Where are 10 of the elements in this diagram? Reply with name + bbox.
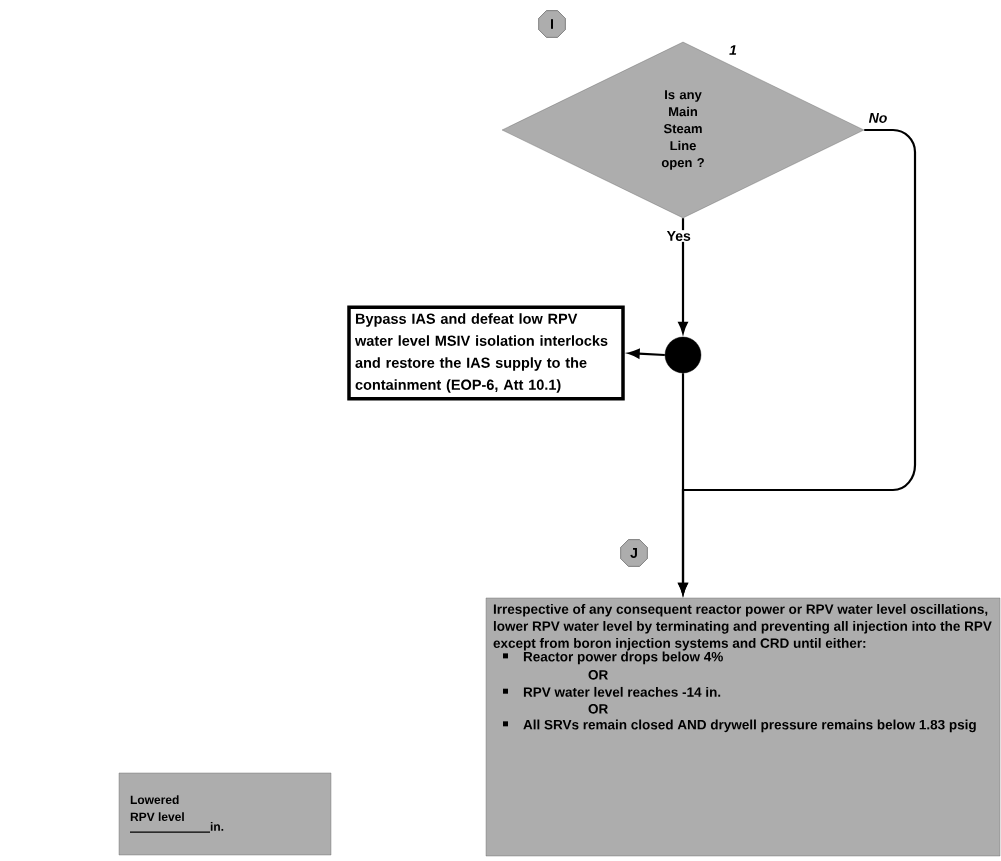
edge-label: Yes	[666, 231, 691, 241]
arrow	[678, 218, 688, 334]
edge-label: No	[868, 113, 887, 123]
arrow	[628, 349, 665, 359]
arrow	[678, 128, 917, 595]
step-number: 1	[729, 45, 737, 55]
junction-dot	[664, 336, 702, 374]
action-box: Bypass IAS and defeat low RPV water level MSIV isolation interlocks and restore the IAS supply to the containment (EOP-6, Att 10.1)	[347, 305, 625, 401]
instruction-box: Irrespective of any consequent reactor power or RPV water level oscillations, lower RPV water level by terminating and preventing all injection into the RPV except from boron injection systems and CRD until either: Reactor power drops below 4% OR RPV water level reaches -14 in. OR All SRVs remain closed AND drywell pressure remains below 1.83 psig	[485, 597, 1001, 857]
entry-box: Lowered RPV level in.	[118, 772, 332, 856]
